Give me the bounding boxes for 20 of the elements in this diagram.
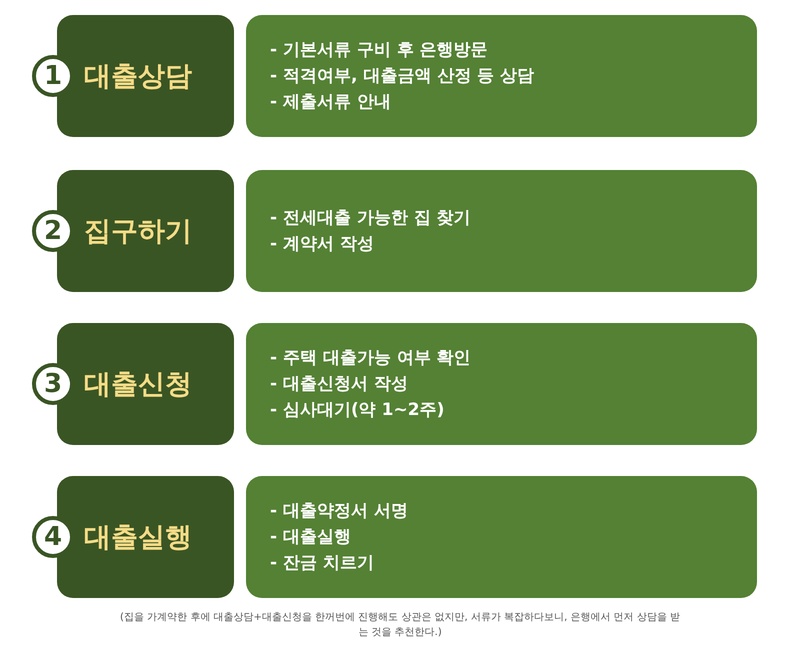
caption-text: (집을 가계약한 후에 대출상담+대출신청을 한꺼번에 진행해도 상관은 없지만, 서류가 복잡하다보니, 은행에서 먼저 상담을 받는 것을 추천한다.) [120, 611, 680, 640]
bullet-item: - 잔금 치르기 [270, 552, 374, 575]
step-title: 대출신청 [84, 368, 192, 402]
step-title: 대출실행 [84, 521, 192, 555]
bullet-item: - 적격여부, 대출금액 산정 등 상담 [270, 65, 534, 88]
bullet-item: - 심사대기(약 1~2주) [270, 399, 444, 422]
step-title: 집구하기 [84, 215, 192, 249]
bullet-item: - 제출서류 안내 [270, 91, 391, 114]
bullet-item: - 계약서 작성 [270, 233, 374, 256]
bullet-item: - 대출실행 [270, 526, 351, 549]
bullet-item: - 전세대출 가능한 집 찾기 [270, 207, 471, 230]
bullet-item: - 기본서류 구비 후 은행방문 [270, 39, 488, 62]
description-card [246, 323, 757, 445]
description-card [246, 170, 757, 292]
description-card [246, 15, 757, 137]
step-title: 대출상담 [84, 60, 192, 94]
bullet-item: - 주택 대출가능 여부 확인 [270, 347, 471, 370]
bullet-item: - 대출신청서 작성 [270, 373, 408, 396]
bullet-item: - 대출약정서 서명 [270, 500, 408, 523]
description-card [246, 476, 757, 598]
